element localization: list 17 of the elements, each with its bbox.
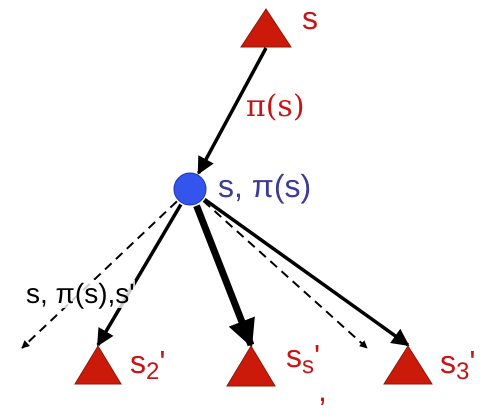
arrow [204,198,410,346]
state-label: s, π(s) [218,170,312,202]
state-triangle [383,345,433,385]
state-label: , [318,374,327,406]
state-triangle [240,8,292,48]
state-label: s$_{3}$' [440,346,476,378]
state-label: s$_{s}$' [286,340,320,372]
state-label: s [302,2,318,34]
state-triangle [226,345,276,387]
edge-label: π(s) [246,92,305,122]
state-circle [173,172,207,206]
state-triangle [74,345,122,385]
dashed-arrow [202,200,368,349]
state-label: s$_{2}$' [130,346,166,378]
arrow [193,204,255,348]
arrow [197,47,268,175]
transition-label: s, π(s),s' [26,280,135,308]
